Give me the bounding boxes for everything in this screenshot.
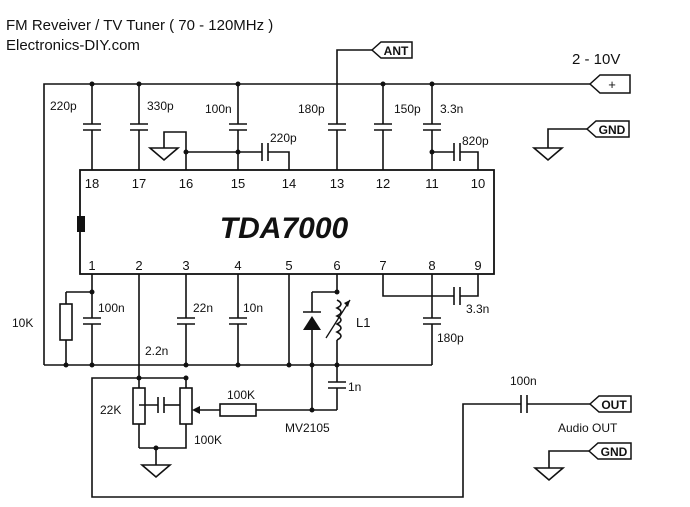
capacitor-output: 100n [510, 374, 590, 413]
capacitor-c10: 820p [432, 134, 489, 170]
capacitor-c15: 100n [205, 84, 247, 170]
pin-3-label: 3 [182, 258, 189, 273]
pin2-wire: 2.2n [138, 274, 168, 378]
ground-icon [531, 147, 565, 162]
ground-icon [147, 147, 181, 162]
c9-value: 3.3n [466, 302, 489, 316]
pin-7-label: 7 [379, 258, 386, 273]
potentiometer-100k: 100K [139, 375, 222, 479]
capacitor-c4: 10n [229, 274, 263, 365]
capacitor-c9: 3.3n [382, 274, 489, 316]
pin-4-label: 4 [234, 258, 241, 273]
c3-value: 22n [193, 301, 213, 315]
pin-6-label: 6 [333, 258, 340, 273]
pin-1-label: 1 [88, 258, 95, 273]
c14-value: 220p [270, 131, 297, 145]
gnd-bottom: GND [532, 442, 632, 482]
pin-8-label: 8 [428, 258, 435, 273]
varicap-diode-icon [303, 292, 321, 365]
antenna-label: ANT [384, 44, 409, 58]
gnd-bottom-tag[interactable]: GND [587, 442, 632, 460]
c10-value: 820p [462, 134, 489, 148]
out-label: OUT [601, 398, 627, 412]
ic-notch [77, 216, 85, 232]
tank-circuit: L1 [303, 274, 370, 368]
r100k-series-value: 100K [227, 388, 255, 402]
gnd-bottom-label: GND [601, 445, 628, 459]
capacitor-c1n: 1n [328, 365, 361, 410]
c4-value: 10n [243, 301, 263, 315]
varicap-value: MV2105 [285, 421, 330, 435]
title-line1: FM Reveiver / TV Tuner ( 70 - 120MHz ) [6, 17, 273, 34]
inductor-icon [325, 299, 351, 365]
capacitor-c12: 150p [374, 84, 421, 170]
pin16-ground-connection [147, 131, 241, 170]
l1-label: L1 [356, 315, 370, 330]
capacitor-c22n [139, 397, 180, 413]
out-tag[interactable]: OUT [588, 395, 632, 413]
pin-12-label: 12 [376, 176, 390, 191]
pin-10-label: 10 [471, 176, 485, 191]
supply-plus-label: + [608, 77, 616, 92]
resistor-icon [219, 403, 257, 417]
gnd-top: GND [531, 120, 630, 162]
capacitor-c17: 330p [130, 84, 174, 170]
pin-15-label: 15 [231, 176, 245, 191]
pin-11-label: 11 [425, 176, 439, 191]
c1-value: 100n [98, 301, 125, 315]
c1n-value: 1n [348, 380, 361, 394]
pin-5-label: 5 [285, 258, 292, 273]
pin-17-label: 17 [132, 176, 146, 191]
supply-plus-tag: + [588, 74, 631, 94]
antenna-tag[interactable]: ANT [370, 41, 413, 59]
c17-value: 330p [147, 99, 174, 113]
c11-value: 3.3n [440, 102, 463, 116]
capacitor-c11: 3.3n [423, 84, 463, 170]
c8-value: 180p [437, 331, 464, 345]
capacitor-c3: 22n [177, 274, 213, 365]
resistor-100k-series: 100K MV2105 [219, 365, 337, 435]
pin-14-label: 14 [282, 176, 296, 191]
audio-out-label: Audio OUT [558, 421, 618, 435]
capacitor-c8: 180p [423, 274, 464, 365]
ic-name: TDA7000 [220, 212, 349, 245]
pin-9-label: 9 [474, 258, 481, 273]
capacitor-c14: 220p [238, 131, 297, 170]
capacitor-c13: 180p [298, 49, 372, 170]
c-out-value: 100n [510, 374, 537, 388]
resistor-icon [132, 387, 146, 425]
c12-value: 150p [394, 102, 421, 116]
pot100k-value: 100K [194, 433, 222, 447]
ic-tda7000: TDA7000 [77, 169, 495, 275]
resistor-22k: 22K [100, 378, 146, 448]
r22k-value: 22K [100, 403, 121, 417]
supply-rail: 2 - 10V + [43, 51, 631, 365]
capacitor-c1: 100n [83, 292, 125, 365]
resistor-r1: 10K [12, 274, 95, 365]
pin-13-label: 13 [330, 176, 344, 191]
supply-voltage-label: 2 - 10V [572, 51, 620, 68]
c13-value: 180p [298, 102, 325, 116]
ground-icon [139, 464, 173, 479]
c22n-value: 2.2n [145, 344, 168, 358]
pin-16-label: 16 [179, 176, 193, 191]
capacitor-c18: 220p [50, 84, 101, 170]
ground-icon [532, 467, 566, 482]
c15-value: 100n [205, 102, 232, 116]
title-line2: Electronics-DIY.com [6, 37, 140, 54]
pin-2-label: 2 [135, 258, 142, 273]
output-loop [91, 375, 521, 498]
resistor-icon [59, 303, 73, 341]
r1-value: 10K [12, 316, 33, 330]
c18-value: 220p [50, 99, 77, 113]
potentiometer-icon [179, 387, 193, 425]
gnd-top-label: GND [599, 123, 626, 137]
gnd-top-tag[interactable]: GND [585, 120, 630, 138]
pin-18-label: 18 [85, 176, 99, 191]
